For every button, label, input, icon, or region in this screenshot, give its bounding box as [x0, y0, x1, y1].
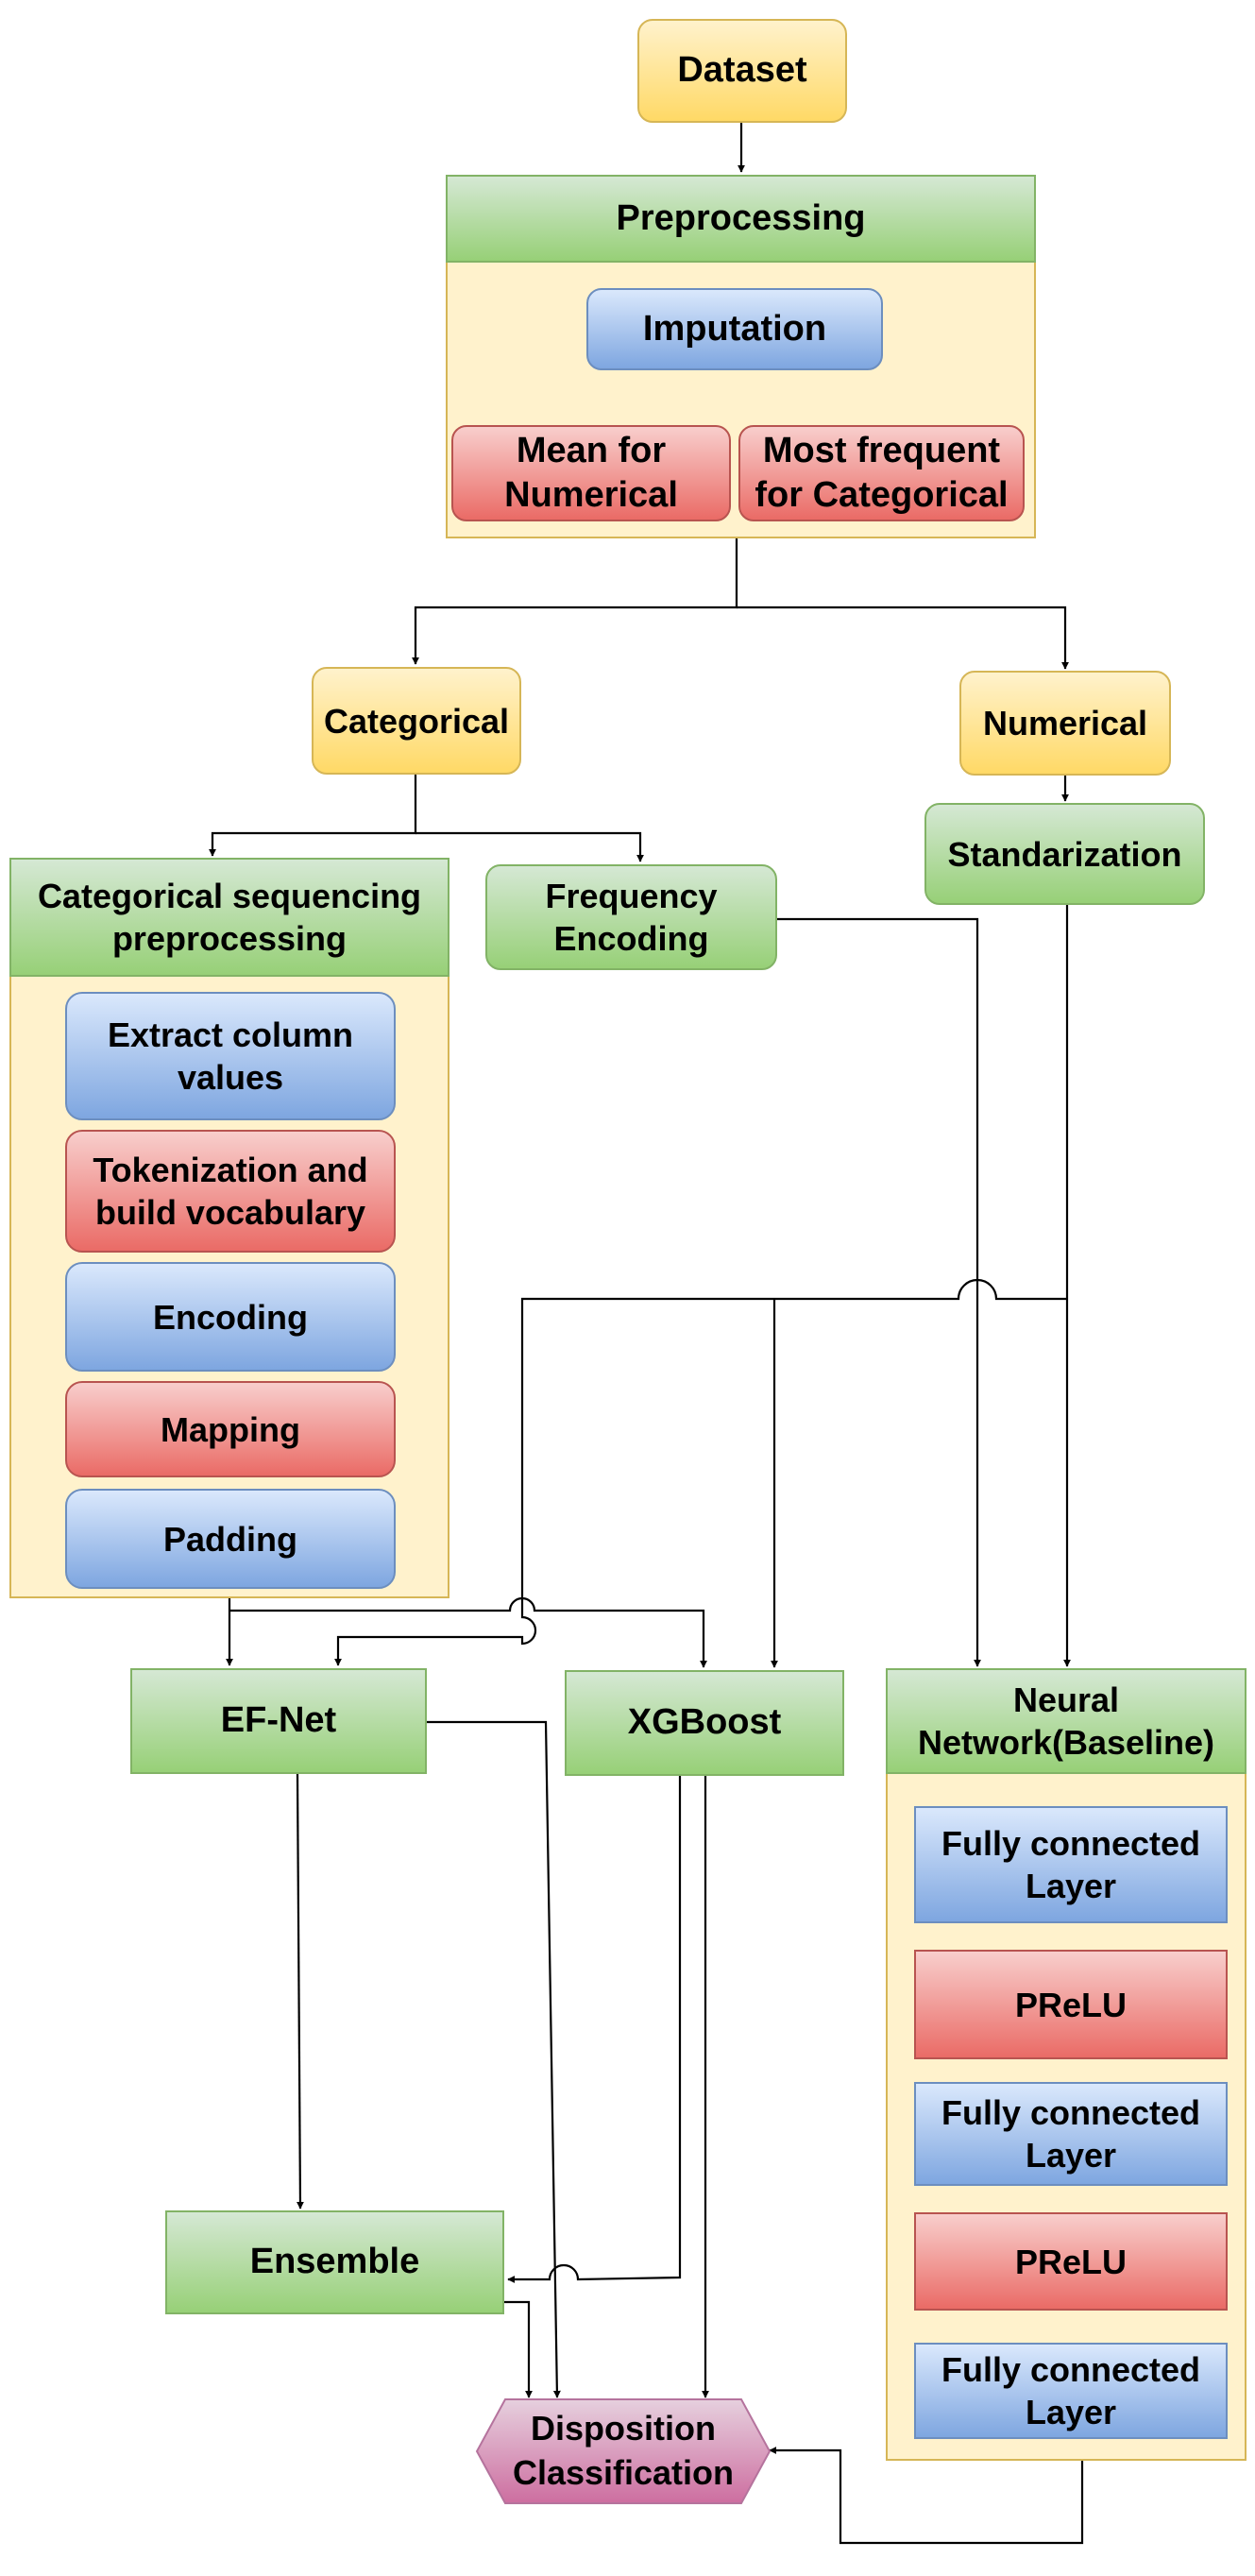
- most-frequent-node: Most frequent for Categorical: [738, 425, 1025, 521]
- edge-catseq-xgboost: [229, 1596, 707, 1668]
- edge-xgboost-ensemble: [507, 1776, 682, 2283]
- categorical-node: Categorical: [312, 667, 521, 775]
- edge-frequency-nn: [777, 917, 981, 1667]
- ensemble-node: Ensemble: [165, 2210, 504, 2314]
- mean-numerical-node: Mean for Numerical: [451, 425, 731, 521]
- edge-efnet-disposition: [427, 1720, 561, 2398]
- frequency-encoding-node: Frequency Encoding: [485, 864, 777, 970]
- prelu-1-node: PReLU: [914, 1950, 1228, 2059]
- fc-layer-3-node: Fully connected Layer: [914, 2343, 1228, 2439]
- edge-standardization-models: [334, 1278, 1067, 1666]
- edge-preprocessing-numerical: [737, 606, 1069, 670]
- cat-seq-header: Categorical sequencing preprocessing: [9, 858, 449, 977]
- encoding-node: Encoding: [65, 1262, 396, 1372]
- numerical-node: Numerical: [959, 671, 1171, 776]
- tokenization-node: Tokenization and build vocabulary: [65, 1130, 396, 1253]
- dataset-node: Dataset: [637, 19, 847, 123]
- edge-preprocessing-categorical: [412, 538, 738, 665]
- imputation-node: Imputation: [586, 288, 883, 370]
- padding-node: Padding: [65, 1489, 396, 1589]
- edge-efnet-ensemble: [296, 1773, 304, 2209]
- edge-categorical-frequency: [416, 831, 644, 862]
- extract-column-values-node: Extract column values: [65, 992, 396, 1120]
- prelu-2-node: PReLU: [914, 2212, 1228, 2311]
- mapping-node: Mapping: [65, 1381, 396, 1477]
- neural-network-panel: [886, 1668, 1247, 2461]
- ef-net-node: EF-Net: [130, 1668, 427, 1774]
- disposition-hexagon: [475, 2398, 772, 2504]
- standardization-node: Standarization: [924, 803, 1205, 905]
- edge-ensemble-disposition: [504, 2300, 533, 2398]
- xgboost-node: XGBoost: [565, 1670, 844, 1776]
- neural-network-header: Neural Network(Baseline): [886, 1668, 1247, 1774]
- fc-layer-1-node: Fully connected Layer: [914, 1806, 1228, 1923]
- edge-nn-disposition: [769, 2447, 1084, 2545]
- edge-categorical-split: [209, 775, 417, 857]
- preprocessing-header: Preprocessing: [446, 175, 1036, 263]
- disposition-classification-label: Disposition Classification: [512, 2409, 735, 2492]
- fc-layer-2-node: Fully connected Layer: [914, 2082, 1228, 2186]
